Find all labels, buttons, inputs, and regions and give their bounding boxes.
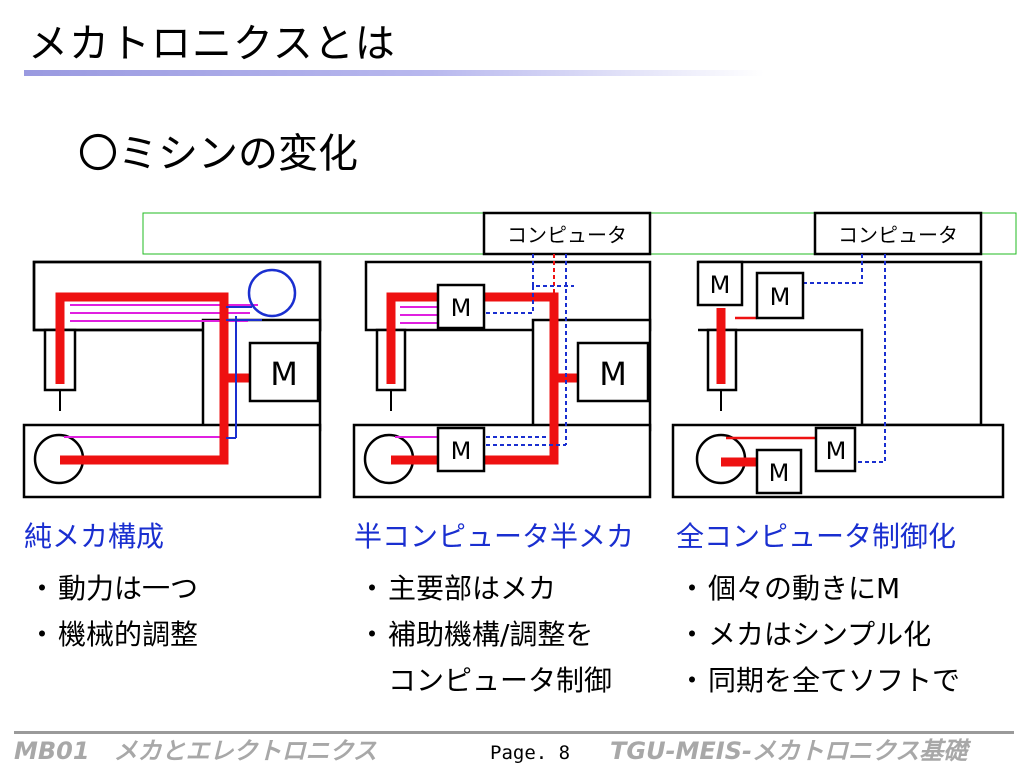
column-heading: 純メカ構成: [24, 520, 165, 553]
bullet-text: 機械的調整: [58, 618, 199, 651]
motor-label: M: [451, 437, 472, 465]
machine-half-computer: [352, 211, 652, 499]
bullet-list: ・動力は一つ ・機械的調整: [28, 566, 198, 658]
footer-divider: [14, 731, 1014, 734]
motor-label: M: [826, 437, 847, 465]
list-item: ・動力は一つ: [28, 566, 198, 612]
bullet-list: ・個々の動きにM ・メカはシンプル化 ・同期を全てソフトで: [678, 566, 960, 704]
bullet-marker: ・: [358, 618, 387, 651]
bullet-marker: ・: [28, 618, 57, 651]
list-item: ・機械的調整: [28, 612, 198, 658]
bullet-marker: ・: [678, 618, 707, 651]
bullet-marker: ・: [678, 664, 707, 697]
bullet-text: 動力は一つ: [58, 572, 199, 605]
sewing-machine-diagram: コンピュータ コンピュータ M M M M M M M M: [22, 211, 1017, 499]
title-underline: [24, 70, 764, 76]
bullet-text: メカはシンプル化: [708, 618, 932, 651]
motor-label: M: [769, 459, 790, 487]
bullet-text: 補助機構/調整を: [388, 618, 594, 651]
motor-label: M: [770, 283, 791, 311]
bullet-text: 主要部はメカ: [388, 572, 557, 605]
machine-full-computer: [671, 211, 1005, 499]
bullet-text: コンピュータ制御: [388, 664, 613, 697]
bullet-marker: ・: [28, 572, 57, 605]
slide-title: メカトロニクスとは: [28, 21, 396, 67]
computer-label: コンピュータ: [507, 223, 627, 247]
bullet-marker: ・: [358, 572, 387, 605]
list-item: ・メカはシンプル化: [678, 612, 960, 658]
motor-box: [248, 341, 320, 403]
bullet-text: 個々の動きにM: [708, 572, 901, 605]
machine-pure-mechanical: [22, 260, 322, 499]
computer-label: コンピュータ: [838, 223, 958, 247]
motor-label: M: [451, 294, 472, 322]
list-item: ・補助機構/調整を: [358, 612, 612, 658]
page-number: Page. 8: [490, 742, 571, 764]
footer-course-title: MB01 メカとエレクトロニクス: [14, 737, 377, 765]
bullet-text: 同期を全てソフトで: [708, 664, 961, 697]
column-heading: 全コンピュータ制御化: [676, 520, 957, 553]
column-heading: 半コンピュータ半メカ: [354, 520, 635, 553]
motor-label: M: [599, 355, 627, 393]
bullet-list: ・主要部はメカ ・補助機構/調整を コンピュータ制御: [358, 566, 612, 704]
bullet-marker: [358, 658, 388, 704]
list-item: ・同期を全てソフトで: [678, 658, 960, 704]
motor-label: M: [270, 355, 298, 393]
list-item: ・主要部はメカ: [358, 566, 612, 612]
list-item: コンピュータ制御: [358, 658, 612, 704]
list-item: ・個々の動きにM: [678, 566, 960, 612]
bullet-marker: ・: [678, 572, 707, 605]
motor-label: M: [710, 271, 731, 299]
footer-course-name: TGU-MEIS-メカトロニクス基礎: [610, 737, 968, 765]
slide-subtitle: 〇ミシンの変化: [78, 131, 358, 177]
